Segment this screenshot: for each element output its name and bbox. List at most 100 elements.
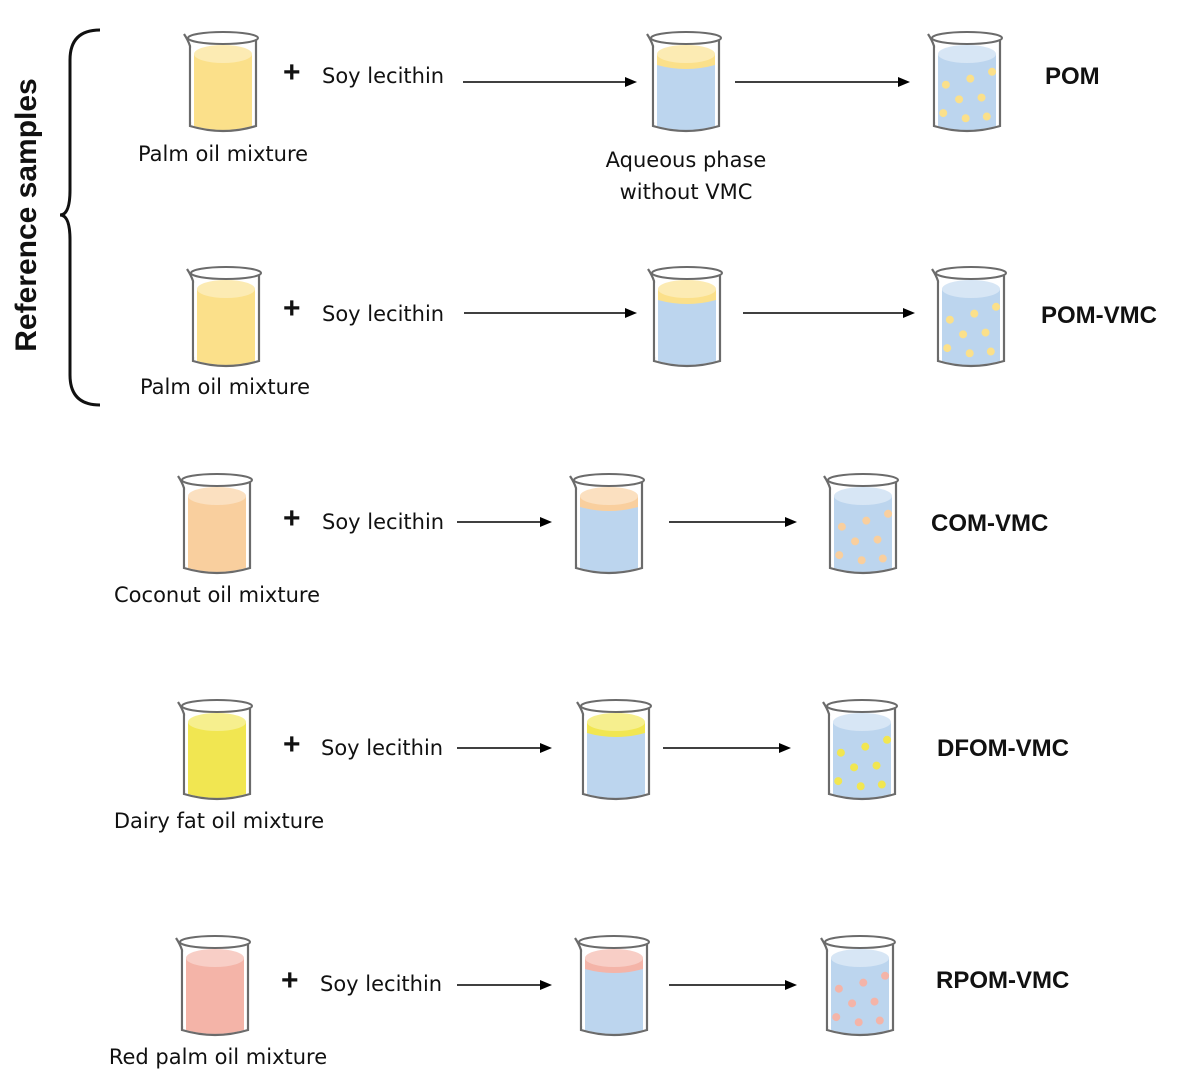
arrow: [463, 77, 637, 87]
oil-droplet: [836, 748, 845, 757]
arrow-head: [625, 308, 637, 318]
oil-droplet: [835, 551, 844, 560]
beaker-icon: [183, 31, 259, 133]
oil-surface: [188, 713, 246, 731]
beaker-rim: [650, 31, 722, 45]
beaker-rim: [179, 935, 251, 949]
oil-droplet: [943, 344, 952, 353]
arrow: [457, 980, 552, 990]
oil-droplet: [834, 984, 843, 993]
oil-layer-surface: [580, 487, 638, 505]
beaker-icon: [576, 699, 652, 801]
arrow: [735, 77, 910, 87]
aqueous-liquid: [587, 730, 645, 798]
beaker-wall: [183, 33, 258, 133]
arrow-head: [779, 743, 791, 753]
oil-droplet: [945, 315, 954, 324]
oil-droplet: [988, 67, 997, 76]
beaker-wall: [175, 937, 250, 1037]
plus-sign: +: [283, 728, 301, 761]
oil-surface: [186, 949, 244, 967]
oil-droplet: [939, 109, 948, 118]
additive-label: Soy lecithin: [320, 972, 443, 996]
arrow: [457, 517, 552, 527]
oil-droplet: [850, 763, 859, 772]
emulsion-liquid: [834, 496, 892, 572]
emulsion-surface: [833, 713, 891, 731]
oil-label: Dairy fat oil mixture: [113, 809, 325, 833]
beaker-wall: [647, 268, 722, 368]
aqueous-liquid: [580, 504, 638, 572]
arrow-head: [785, 517, 797, 527]
beaker-icon: [574, 935, 650, 1037]
oil-droplet: [848, 999, 857, 1008]
beaker-rim: [190, 266, 262, 280]
oil-droplet: [857, 556, 866, 565]
oil-droplet: [861, 742, 870, 751]
product-label: POM: [1045, 63, 1100, 90]
product-label: DFOM-VMC: [937, 735, 1069, 762]
oil-droplet: [959, 330, 968, 339]
oil-droplet: [881, 971, 890, 980]
arrow-head: [903, 308, 915, 318]
arrow-head: [540, 980, 552, 990]
oil-droplet: [872, 761, 881, 770]
oil-droplet: [883, 735, 892, 744]
beaker-icon: [927, 31, 1003, 133]
beaker-rim: [181, 473, 253, 487]
beaker-rim: [935, 266, 1007, 280]
beaker-rim: [827, 473, 899, 487]
oil-droplet: [941, 80, 950, 89]
oil-droplet: [992, 302, 1001, 311]
beaker-wall: [177, 475, 252, 575]
beaker-rim: [931, 31, 1003, 45]
oil-droplet: [982, 112, 991, 121]
reference-samples-label: Reference samples: [10, 78, 43, 352]
beaker-icon: [175, 935, 251, 1037]
emulsion-liquid: [942, 289, 1000, 365]
oil-droplet: [961, 114, 970, 123]
oil-label: Palm oil mixture: [139, 375, 311, 399]
beaker-wall: [931, 268, 1006, 368]
beaker-rim: [826, 699, 898, 713]
beaker-wall: [646, 33, 721, 133]
oil-droplet: [859, 978, 868, 987]
additive-label: Soy lecithin: [322, 510, 445, 534]
beaker-wall: [177, 701, 252, 801]
beaker-wall: [820, 937, 895, 1037]
arrow: [457, 743, 552, 753]
beaker-wall: [576, 701, 651, 801]
beaker-icon: [646, 31, 722, 133]
emulsion-surface: [938, 45, 996, 63]
beaker-rim: [573, 473, 645, 487]
arrow: [464, 308, 637, 318]
emulsion-surface: [942, 280, 1000, 298]
oil-droplet: [977, 93, 986, 102]
beaker-wall: [927, 33, 1002, 133]
beaker-rim: [181, 699, 253, 713]
oil-liquid: [188, 722, 246, 798]
plus-sign: +: [283, 502, 301, 535]
oil-droplet: [884, 509, 893, 518]
oil-droplet: [878, 554, 887, 563]
oil-layer-surface: [657, 45, 715, 63]
arrow-head: [540, 517, 552, 527]
plus-sign: +: [281, 964, 299, 997]
beaker-icon: [177, 699, 253, 801]
oil-droplet: [873, 535, 882, 544]
oil-layer-surface: [658, 280, 716, 298]
emulsion-liquid: [938, 54, 996, 130]
product-label: COM-VMC: [931, 510, 1049, 537]
beaker-icon: [820, 935, 896, 1037]
arrow: [669, 980, 797, 990]
beaker-icon: [647, 266, 723, 368]
oil-droplet: [981, 328, 990, 337]
emulsion-liquid: [831, 958, 889, 1034]
additive-label: Soy lecithin: [322, 64, 445, 88]
oil-droplet: [854, 1018, 863, 1027]
oil-droplet: [834, 777, 843, 786]
additive-label: Soy lecithin: [322, 302, 445, 326]
oil-label: Palm oil mixture: [137, 142, 309, 166]
